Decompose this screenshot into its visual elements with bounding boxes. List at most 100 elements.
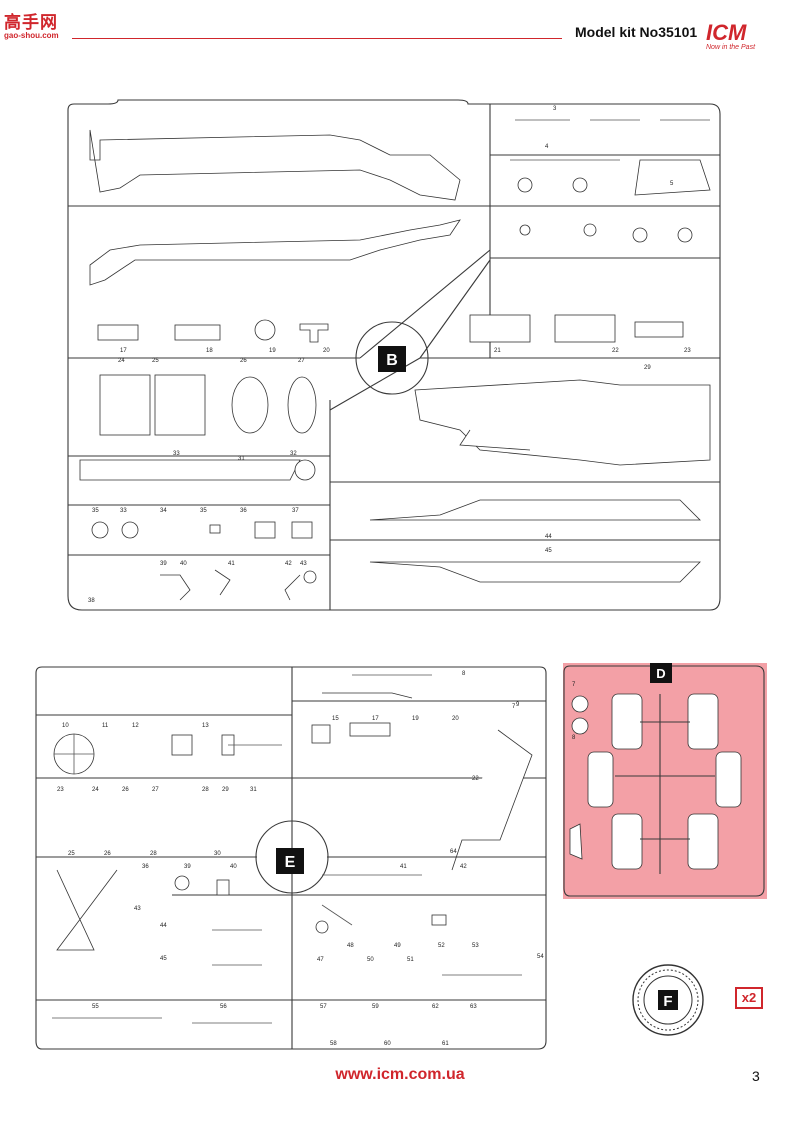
svg-text:40: 40	[180, 561, 187, 567]
svg-text:64: 64	[450, 849, 457, 855]
sprue-f-label: F	[663, 993, 672, 1010]
site-logo-text: 高手网	[4, 13, 58, 33]
svg-text:27: 27	[152, 787, 159, 793]
sprue-b-badge: B	[378, 346, 406, 372]
svg-text:8: 8	[462, 671, 466, 677]
svg-text:26: 26	[240, 358, 247, 364]
svg-text:32: 32	[290, 451, 297, 457]
svg-text:57: 57	[320, 1004, 327, 1010]
svg-text:26: 26	[122, 787, 129, 793]
svg-text:48: 48	[347, 943, 354, 949]
svg-text:42: 42	[285, 561, 292, 567]
svg-text:37: 37	[292, 508, 299, 514]
svg-text:7: 7	[572, 682, 576, 688]
svg-text:45: 45	[160, 956, 167, 962]
svg-text:52: 52	[438, 943, 445, 949]
svg-text:40: 40	[230, 864, 237, 870]
svg-text:55: 55	[92, 1004, 99, 1010]
svg-text:12: 12	[132, 723, 139, 729]
svg-text:61: 61	[442, 1041, 449, 1047]
svg-text:45: 45	[545, 548, 552, 554]
svg-text:49: 49	[394, 943, 401, 949]
svg-text:62: 62	[432, 1004, 439, 1010]
svg-text:58: 58	[330, 1041, 337, 1047]
svg-text:38: 38	[88, 598, 95, 604]
brand-logo: ICM Now in the Past	[706, 20, 792, 64]
svg-text:31: 31	[250, 787, 257, 793]
svg-text:7: 7	[512, 704, 516, 710]
site-logo: 高手网 gao-shou.com	[4, 8, 70, 40]
svg-text:51: 51	[407, 957, 414, 963]
svg-text:29: 29	[222, 787, 229, 793]
header-rule	[72, 38, 562, 39]
svg-text:33: 33	[173, 451, 180, 457]
svg-text:43: 43	[300, 561, 307, 567]
model-kit-number: Model kit No35101	[575, 24, 698, 40]
svg-text:4: 4	[545, 144, 549, 150]
svg-text:30: 30	[214, 851, 221, 857]
sprue-d: 7 8	[563, 665, 765, 897]
svg-text:22: 22	[612, 348, 619, 354]
svg-text:26: 26	[104, 851, 111, 857]
svg-text:10: 10	[62, 723, 69, 729]
svg-text:39: 39	[160, 561, 167, 567]
svg-text:44: 44	[160, 923, 167, 929]
svg-text:43: 43	[134, 906, 141, 912]
svg-text:27: 27	[298, 358, 305, 364]
svg-text:59: 59	[372, 1004, 379, 1010]
sprue-d-badge: D	[650, 663, 672, 683]
svg-text:9: 9	[516, 702, 520, 708]
sprue-e: 43 44 45 55 56 57 59 62 63 54 64 7 8 9 1…	[35, 666, 547, 1050]
sprue-d-label: D	[656, 666, 665, 681]
page-number: 3	[752, 1068, 760, 1084]
svg-text:34: 34	[160, 508, 167, 514]
site-logo-sub: gao-shou.com	[4, 31, 59, 40]
svg-text:8: 8	[572, 735, 576, 741]
svg-text:35: 35	[92, 508, 99, 514]
svg-text:11: 11	[102, 723, 109, 729]
svg-text:20: 20	[452, 716, 459, 722]
svg-text:39: 39	[184, 864, 191, 870]
svg-text:54: 54	[537, 954, 544, 960]
svg-text:50: 50	[367, 957, 374, 963]
svg-text:47: 47	[317, 957, 324, 963]
svg-text:24: 24	[118, 358, 125, 364]
svg-text:42: 42	[460, 864, 467, 870]
svg-text:63: 63	[470, 1004, 477, 1010]
svg-text:41: 41	[400, 864, 407, 870]
svg-text:31: 31	[238, 456, 245, 462]
svg-text:21: 21	[494, 348, 501, 354]
svg-text:13: 13	[202, 723, 209, 729]
svg-text:15: 15	[332, 716, 339, 722]
svg-text:44: 44	[545, 534, 552, 540]
svg-text:28: 28	[150, 851, 157, 857]
sprue-b: 38 17 18 19 20 21 22 23 29 44 45 5 3 4 3…	[67, 99, 721, 611]
sprue-b-label: B	[386, 352, 398, 369]
quantity-badge: x2	[735, 987, 763, 1009]
sprue-e-label: E	[285, 854, 296, 871]
svg-text:18: 18	[206, 348, 213, 354]
sprue-f: F	[632, 964, 704, 1036]
svg-text:36: 36	[142, 864, 149, 870]
svg-text:36: 36	[240, 508, 247, 514]
svg-text:56: 56	[220, 1004, 227, 1010]
sprue-e-badge: E	[276, 848, 304, 874]
svg-text:25: 25	[68, 851, 75, 857]
svg-text:17: 17	[120, 348, 127, 354]
svg-text:25: 25	[152, 358, 159, 364]
svg-text:17: 17	[372, 716, 379, 722]
svg-text:5: 5	[670, 181, 674, 187]
footer-url[interactable]: www.icm.com.ua	[335, 1066, 465, 1083]
svg-text:41: 41	[228, 561, 235, 567]
svg-text:20: 20	[323, 348, 330, 354]
svg-text:24: 24	[92, 787, 99, 793]
brand-name: ICM	[706, 20, 747, 45]
svg-text:22: 22	[472, 776, 479, 782]
svg-text:33: 33	[120, 508, 127, 514]
svg-text:29: 29	[644, 365, 651, 371]
svg-text:3: 3	[553, 106, 557, 112]
svg-text:23: 23	[684, 348, 691, 354]
svg-text:60: 60	[384, 1041, 391, 1047]
brand-tagline: Now in the Past	[706, 44, 756, 51]
svg-text:53: 53	[472, 943, 479, 949]
